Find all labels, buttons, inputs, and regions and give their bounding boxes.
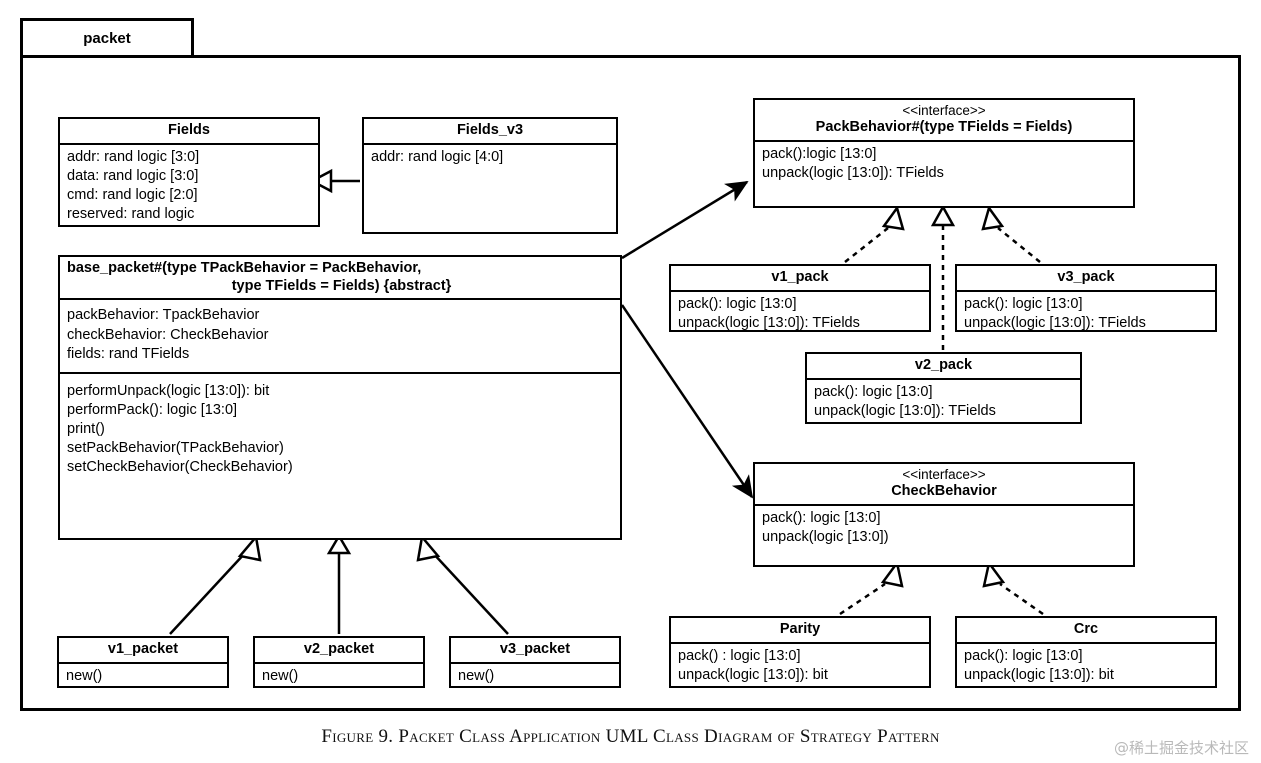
class-v2-pack[interactable]: v2_pack pack(): logic [13:0] unpack(logi… (805, 352, 1082, 424)
operation: performPack(): logic [13:0] (67, 401, 238, 418)
operation: pack(): logic [13:0] (762, 510, 881, 527)
operation: unpack(logic [13:0]): TFields (814, 402, 996, 419)
class-v2-pack-operations: pack(): logic [13:0] unpack(logic [13:0]… (807, 380, 1080, 425)
operation: new() (262, 667, 299, 684)
stereotype-label: <<interface>> (902, 467, 986, 482)
operation: pack() : logic [13:0] (678, 647, 801, 664)
class-v3-pack-title: v3_pack (957, 266, 1215, 292)
class-parity-operations: pack() : logic [13:0] unpack(logic [13:0… (671, 644, 929, 689)
class-crc-operations: pack(): logic [13:0] unpack(logic [13:0]… (957, 644, 1215, 689)
interface-check-behavior-name: CheckBehavior (891, 483, 997, 500)
class-v1-pack-title: v1_pack (671, 266, 929, 292)
interface-check-behavior-title: <<interface>> CheckBehavior (755, 464, 1133, 507)
class-parity-title: Parity (671, 618, 929, 644)
figure-caption: Figure 9. Packet Class Application UML C… (321, 726, 940, 747)
class-v2-packet-title: v2_packet (255, 638, 423, 664)
class-v1-packet-title: v1_packet (59, 638, 227, 664)
attribute: reserved: rand logic (67, 206, 195, 223)
class-fields-title: Fields (60, 119, 318, 145)
class-fields-attributes: addr: rand logic [3:0] data: rand logic … (60, 145, 318, 229)
operation: unpack(logic [13:0]): TFields (964, 314, 1146, 331)
class-base-packet-title-line2: type TFields = Fields) {abstract} (231, 277, 452, 294)
class-v1-packet-operations: new() (59, 664, 227, 690)
class-fields-v3-title: Fields_v3 (364, 119, 616, 145)
operation: pack(): logic [13:0] (814, 383, 933, 400)
class-v3-pack[interactable]: v3_pack pack(): logic [13:0] unpack(logi… (955, 264, 1217, 332)
class-v1-pack[interactable]: v1_pack pack(): logic [13:0] unpack(logi… (669, 264, 931, 332)
operation: unpack(logic [13:0]): TFields (678, 314, 860, 331)
class-v1-pack-operations: pack(): logic [13:0] unpack(logic [13:0]… (671, 292, 929, 337)
class-fields-v3[interactable]: Fields_v3 addr: rand logic [4:0] (362, 117, 618, 234)
operation: unpack(logic [13:0]) (762, 529, 889, 546)
operation: setCheckBehavior(CheckBehavior) (67, 459, 293, 476)
operation: print() (67, 421, 105, 437)
operation: new() (66, 667, 103, 684)
interface-pack-behavior-operations: pack():logic [13:0] unpack(logic [13:0])… (755, 142, 1133, 187)
class-v3-packet[interactable]: v3_packet new() (449, 636, 621, 688)
attribute: data: rand logic [3:0] (67, 167, 199, 184)
class-v3-packet-operations: new() (451, 664, 619, 690)
class-v2-packet[interactable]: v2_packet new() (253, 636, 425, 688)
attribute: addr: rand logic [4:0] (371, 148, 504, 165)
operation: pack(): logic [13:0] (678, 295, 797, 312)
attribute: fields: rand TFields (67, 345, 190, 362)
attribute: packBehavior: TpackBehavior (67, 307, 260, 324)
class-base-packet-title: base_packet#(type TPackBehavior = PackBe… (60, 257, 620, 301)
interface-check-behavior-operations: pack(): logic [13:0] unpack(logic [13:0]… (755, 506, 1133, 551)
interface-pack-behavior[interactable]: <<interface>> PackBehavior#(type TFields… (753, 98, 1135, 208)
class-base-packet-attributes: packBehavior: TpackBehavior checkBehavio… (60, 300, 620, 371)
operation: new() (458, 667, 495, 684)
operation: pack():logic [13:0] (762, 146, 877, 163)
watermark: @稀土掘金技术社区 (1113, 739, 1249, 757)
class-v3-packet-title: v3_packet (451, 638, 619, 664)
class-v2-pack-title: v2_pack (807, 354, 1080, 380)
operation: pack(): logic [13:0] (964, 647, 1083, 664)
operation: unpack(logic [13:0]): bit (678, 666, 828, 683)
package-tab: packet (20, 18, 194, 58)
class-v1-packet[interactable]: v1_packet new() (57, 636, 229, 688)
class-fields[interactable]: Fields addr: rand logic [3:0] data: rand… (58, 117, 320, 227)
class-v2-packet-operations: new() (255, 664, 423, 690)
class-v3-pack-operations: pack(): logic [13:0] unpack(logic [13:0]… (957, 292, 1215, 337)
attribute: addr: rand logic [3:0] (67, 148, 200, 165)
class-base-packet-title-line1: base_packet#(type TPackBehavior = PackBe… (67, 260, 422, 276)
operation: unpack(logic [13:0]): bit (964, 666, 1114, 683)
class-base-packet[interactable]: base_packet#(type TPackBehavior = PackBe… (58, 255, 622, 540)
operation: setPackBehavior(TPackBehavior) (67, 440, 284, 457)
attribute: checkBehavior: CheckBehavior (67, 326, 269, 343)
class-crc[interactable]: Crc pack(): logic [13:0] unpack(logic [1… (955, 616, 1217, 688)
attribute: cmd: rand logic [2:0] (67, 186, 198, 203)
interface-pack-behavior-title: <<interface>> PackBehavior#(type TFields… (755, 100, 1133, 143)
interface-check-behavior[interactable]: <<interface>> CheckBehavior pack(): logi… (753, 462, 1135, 567)
class-crc-title: Crc (957, 618, 1215, 644)
class-base-packet-operations: performUnpack(logic [13:0]): bit perform… (60, 371, 620, 482)
stereotype-label: <<interface>> (902, 103, 986, 118)
operation: performUnpack(logic [13:0]): bit (67, 382, 270, 399)
package-name: packet (83, 29, 131, 47)
operation: pack(): logic [13:0] (964, 295, 1083, 312)
operation: unpack(logic [13:0]): TFields (762, 165, 944, 182)
class-parity[interactable]: Parity pack() : logic [13:0] unpack(logi… (669, 616, 931, 688)
class-fields-v3-attributes: addr: rand logic [4:0] (364, 145, 616, 231)
interface-pack-behavior-name: PackBehavior#(type TFields = Fields) (815, 119, 1073, 136)
